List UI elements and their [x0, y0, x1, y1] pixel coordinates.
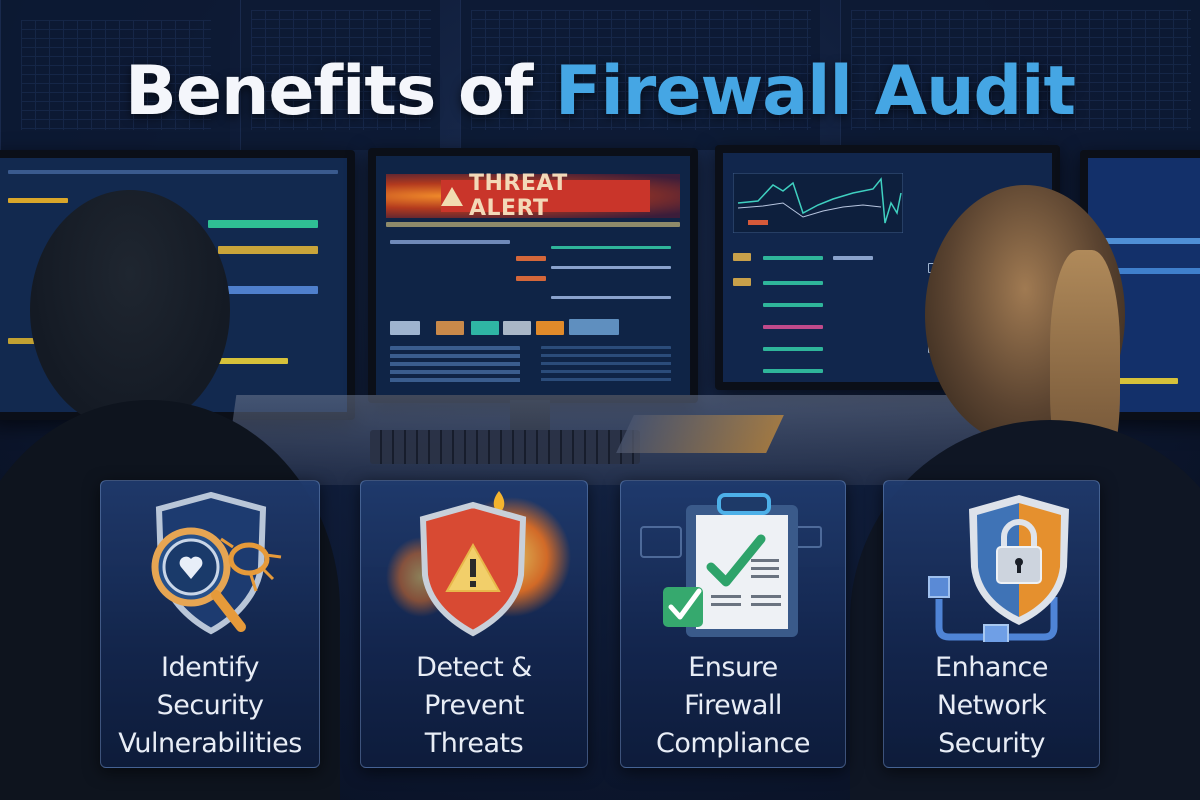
- card-label: Identify Security Vulnerabilities: [118, 652, 302, 759]
- benefit-card-detect: Detect & Prevent Threats: [360, 480, 588, 768]
- keyboard: [370, 430, 640, 464]
- server-rack: [840, 0, 1200, 150]
- card-label: Detect & Prevent Threats: [416, 652, 532, 759]
- server-rack: [460, 0, 820, 150]
- man-silhouette: [30, 190, 230, 430]
- line-chart-graphic: [733, 173, 903, 233]
- server-rack: [240, 0, 440, 150]
- server-rack: [0, 0, 230, 150]
- benefit-card-compliance: Ensure Firewall Compliance: [620, 480, 846, 768]
- title-main: Benefits of: [125, 52, 533, 131]
- threat-alert-banner: THREAT ALERT: [386, 171, 680, 221]
- card-label: Ensure Firewall Compliance: [656, 652, 810, 759]
- title-accent: Firewall Audit: [555, 52, 1076, 131]
- threat-alert-label: THREAT ALERT: [469, 171, 568, 221]
- shield-magnifier-bug-icon: [151, 491, 282, 635]
- clipboard-checkmark-icon: [640, 493, 822, 637]
- benefit-card-network: Enhance Network Security: [883, 480, 1100, 768]
- mousepad: [616, 415, 784, 453]
- page-title: Benefits of Firewall Audit: [0, 52, 1200, 131]
- warning-triangle-icon: [441, 186, 463, 206]
- center-monitor: THREAT ALERT: [368, 148, 698, 403]
- card-label: Enhance Network Security: [935, 652, 1048, 759]
- benefit-card-identify: Identify Security Vulnerabilities: [100, 480, 320, 768]
- shield-warning-fire-icon: [386, 491, 571, 637]
- shield-lock-network-icon: [928, 495, 1069, 650]
